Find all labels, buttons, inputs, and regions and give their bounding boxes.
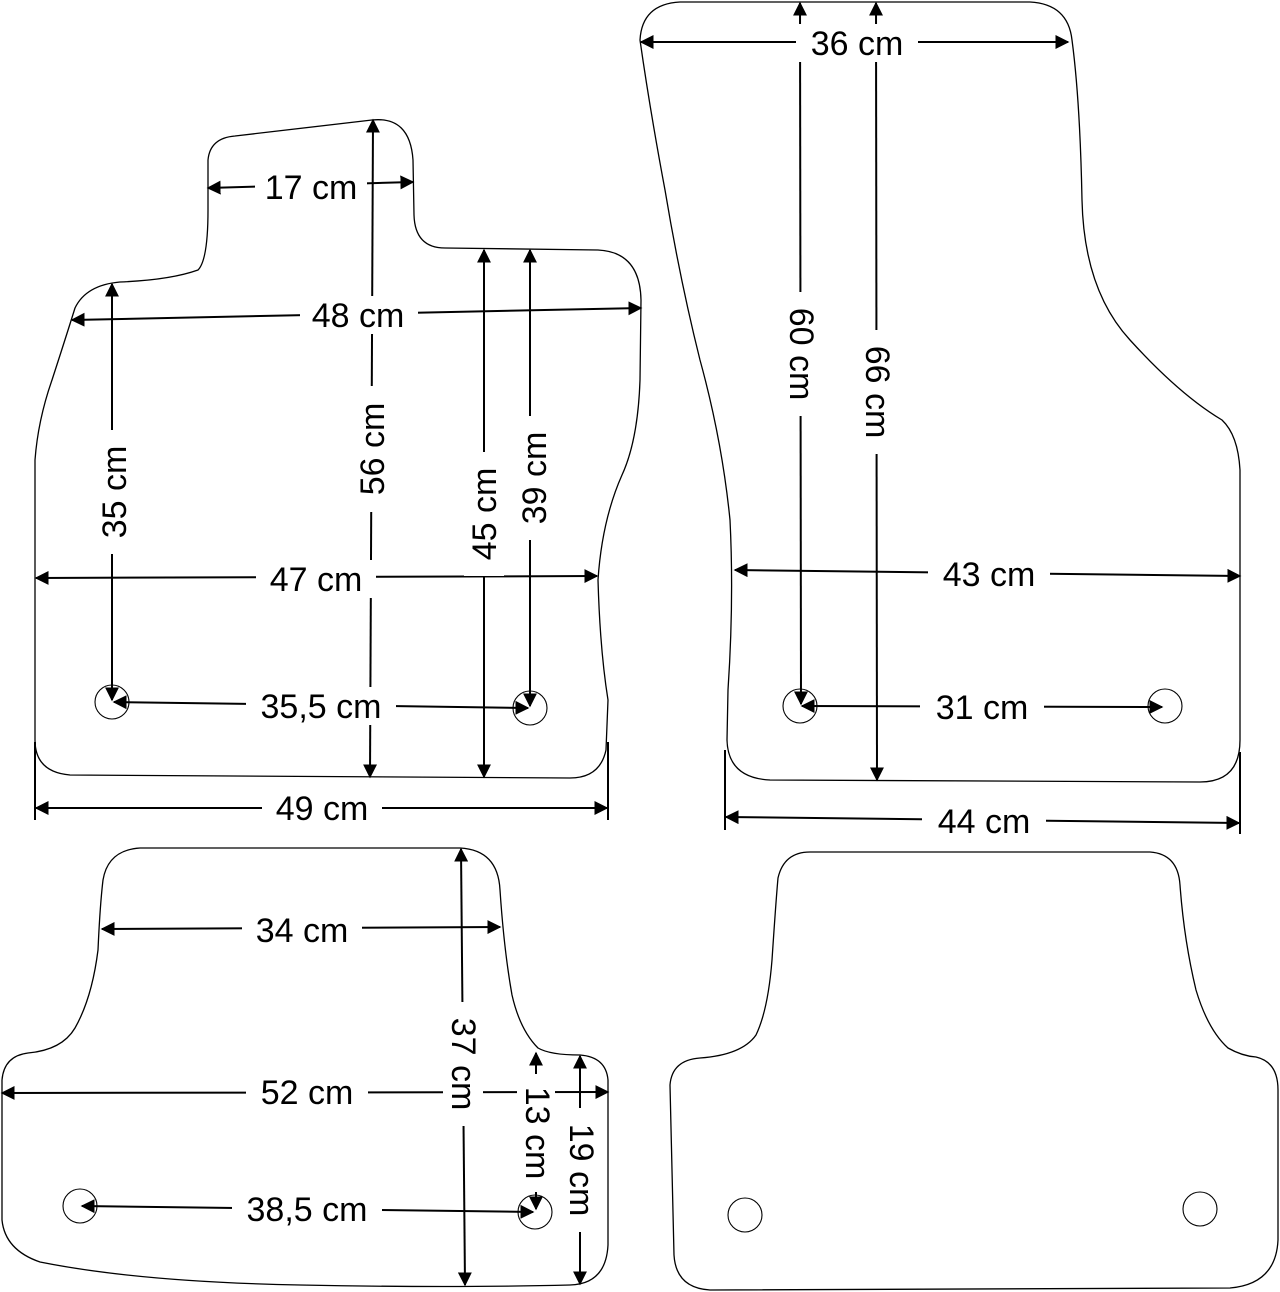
rear-width-top-label: 34 cm — [256, 912, 349, 950]
rear-left-mat-outline — [1, 847, 609, 1288]
driver-height-hole-left-label-bg — [93, 430, 133, 554]
driver-width-bottom-label: 49 cm — [276, 790, 369, 828]
rear-hole-spacing-label-bg — [232, 1190, 382, 1228]
passenger-width-top-label: 36 cm — [811, 25, 904, 63]
driver-mat: 17 cm 48 cm 56 cm 45 cm 39 cm 35 cm 47 c… — [34, 118, 643, 828]
passenger-width-middle-label-bg — [928, 555, 1050, 593]
driver-width-middle-label: 47 cm — [270, 561, 363, 599]
rear-height-hole-label: 13 cm — [518, 1087, 556, 1180]
rear-hole-spacing-label: 38,5 cm — [247, 1191, 368, 1229]
driver-width-upper-label: 48 cm — [312, 297, 405, 335]
passenger-width-top-label-bg — [796, 24, 918, 62]
driver-width-top-label: 17 cm — [265, 169, 358, 207]
passenger-mat-outline — [639, 1, 1241, 783]
driver-width-top-label-bg — [255, 168, 367, 206]
rear-right-mat-hole-left — [727, 1197, 763, 1233]
rear-height-side-label-bg — [561, 1108, 601, 1232]
rear-height-total-label-bg — [443, 1002, 483, 1126]
driver-height-hole-right-label: 39 cm — [516, 432, 554, 525]
rear-left-mat: 34 cm 52 cm 37 cm 13 cm 19 cm 38,5 cm — [0, 847, 610, 1288]
passenger-hole-spacing-label: 31 cm — [936, 689, 1029, 727]
rear-right-mat-outline — [669, 851, 1279, 1291]
rear-right-mat-hole-right — [1182, 1191, 1218, 1227]
rear-width-top-label-bg — [242, 911, 362, 949]
driver-hole-spacing-label: 35,5 cm — [261, 688, 382, 726]
rear-right-mat — [669, 851, 1279, 1291]
driver-height-hole-right-label-bg — [513, 416, 553, 540]
passenger-height-hole-label: 60 cm — [782, 308, 820, 401]
passenger-width-middle-label: 43 cm — [943, 556, 1036, 594]
rear-width-full-label-bg — [246, 1073, 368, 1111]
driver-width-bottom-label-bg — [262, 789, 382, 827]
driver-height-hole-left-label: 35 cm — [96, 446, 134, 539]
passenger-width-bottom-label: 44 cm — [938, 803, 1031, 841]
passenger-hole-spacing-label-bg — [920, 688, 1044, 726]
rear-width-full-label: 52 cm — [261, 1074, 354, 1112]
passenger-height-total-label: 66 cm — [858, 346, 896, 439]
driver-hole-spacing-label-bg — [246, 687, 396, 725]
passenger-mat: 36 cm 60 cm 66 cm 43 cm 31 cm 44 cm — [639, 1, 1242, 841]
rear-height-side-label: 19 cm — [562, 1124, 600, 1217]
rear-height-total-label: 37 cm — [444, 1018, 482, 1111]
driver-height-total-label: 56 cm — [354, 403, 392, 496]
driver-width-middle-label-bg — [256, 560, 376, 598]
driver-width-upper-label-bg — [300, 296, 418, 334]
driver-height-right-label: 45 cm — [466, 468, 504, 561]
passenger-height-total-label-bg — [857, 330, 897, 454]
rear-height-hole-label-bg — [517, 1074, 555, 1192]
passenger-height-hole-label-bg — [781, 292, 821, 416]
passenger-width-bottom-label-bg — [922, 802, 1046, 840]
driver-mat-outline — [34, 119, 642, 779]
driver-height-right-label-bg — [464, 452, 504, 576]
driver-height-total-label-bg — [352, 386, 392, 512]
